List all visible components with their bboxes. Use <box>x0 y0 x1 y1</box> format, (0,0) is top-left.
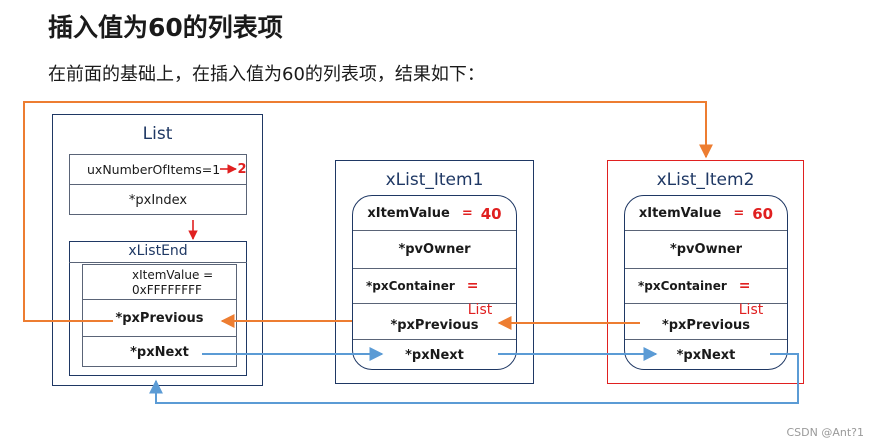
item2-px-next: *pxNext <box>676 347 736 363</box>
list-end-px-next: *pxNext <box>130 344 189 360</box>
list-end-divider-1 <box>82 299 237 300</box>
list-end-px-previous: *pxPrevious <box>115 310 204 326</box>
item2-px-previous: *pxPrevious <box>661 317 751 333</box>
ux-number-of-items: uxNumberOfItems=1 <box>69 154 229 184</box>
item1-pv-owner: *pvOwner <box>398 242 471 257</box>
page-title: 插入值为60的列表项 <box>48 13 283 42</box>
list-end-box <box>69 241 247 376</box>
px-index: *pxIndex <box>128 192 188 208</box>
item1-item-value-label: xItemValue <box>367 206 450 221</box>
item2-pv-owner: *pvOwner <box>669 242 743 257</box>
ux-number-of-items-new-value: 2 <box>237 161 247 177</box>
list-end-previous-link <box>23 101 713 322</box>
page-subtitle: 在前面的基础上，在插入值为60的列表项，结果如下： <box>48 64 485 85</box>
item1-px-container-label: *pxContainer <box>366 279 455 293</box>
item2-divider-2 <box>625 268 787 269</box>
list-end-item-value-line1: xItemValue = <box>132 267 214 282</box>
item1-px-next: *pxNext <box>405 347 464 363</box>
item2-px-container-eq: = <box>738 278 751 294</box>
ux-number-of-items-label: uxNumberOfItems=1 <box>87 161 221 177</box>
item1-title: xList_Item1 <box>385 170 484 190</box>
item1-divider-4 <box>353 339 516 340</box>
item2-px-container-value: List <box>738 302 764 318</box>
item2-highlight-box <box>607 160 804 384</box>
item2-fields-box <box>624 195 788 370</box>
item1-item-value: xItemValue = 40 <box>352 197 517 230</box>
item1-px-container: *pxContainer = <box>352 269 517 303</box>
item2-divider-3 <box>625 303 787 304</box>
item2-divider-4 <box>625 339 787 340</box>
watermark: CSDN @Ant?1 <box>786 426 864 439</box>
list-end-title: xListEnd <box>128 243 188 259</box>
list-header-divider <box>69 184 247 185</box>
item1-divider-1 <box>353 230 516 231</box>
list-end-title-divider <box>69 262 247 263</box>
item1-px-container-value: List <box>467 302 493 318</box>
item2-divider-1 <box>625 230 787 231</box>
item1-divider-2 <box>353 268 516 269</box>
item2-title: xList_Item2 <box>656 170 755 190</box>
item2-next-link <box>149 353 799 404</box>
item1-fields-box <box>352 195 517 370</box>
item2-item-value: xItemValue = 60 <box>624 197 788 230</box>
item2-px-container: *pxContainer = <box>624 269 788 303</box>
item1-item-value-eq: = <box>461 206 473 221</box>
item2-item-value-eq: = <box>733 206 745 221</box>
list-end-item-value-line2: 0xFFFFFFFF <box>132 282 202 297</box>
list-end-item-value: xItemValue = 0xFFFFFFFF <box>82 266 237 299</box>
item1-px-previous: *pxPrevious <box>390 317 479 333</box>
item2-item-value-number: 60 <box>752 204 774 223</box>
item1-box <box>335 160 534 384</box>
list-title: List <box>142 124 173 144</box>
item1-item-value-number: 40 <box>480 204 502 223</box>
list-end-divider-2 <box>82 336 237 337</box>
item1-px-container-eq: = <box>466 278 479 294</box>
item1-divider-3 <box>353 303 516 304</box>
item2-px-container-label: *pxContainer <box>638 279 727 293</box>
list-end-inner-box <box>82 264 237 367</box>
item2-item-value-label: xItemValue <box>638 206 722 221</box>
